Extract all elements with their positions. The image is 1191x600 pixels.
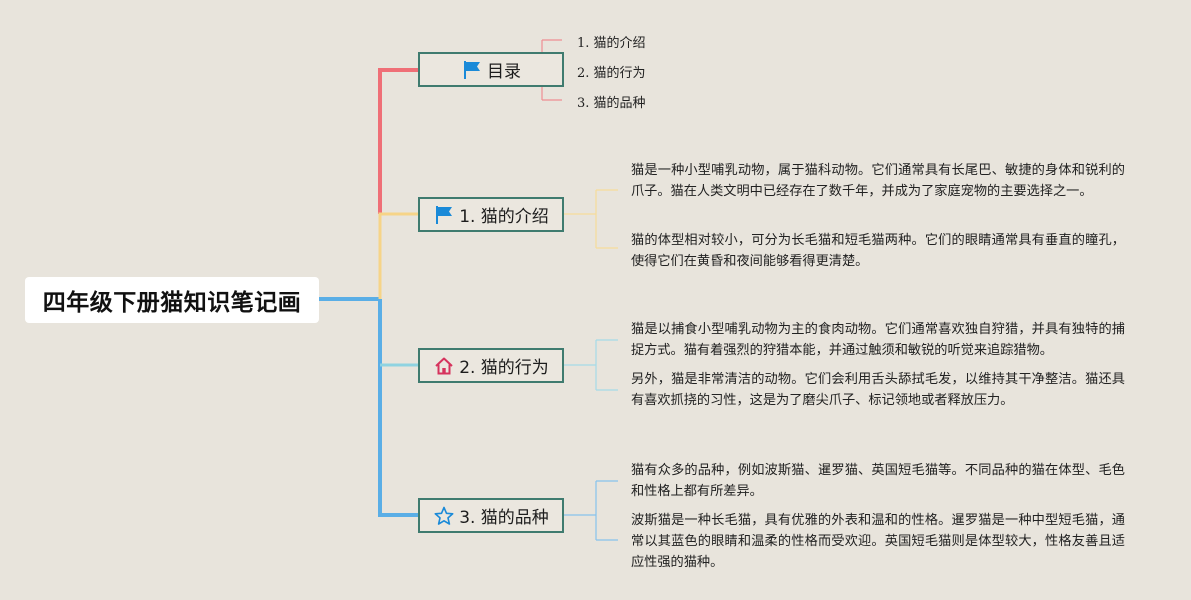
branch-breeds[interactable]: 3. 猫的品种 <box>418 498 564 533</box>
intro-children-connector <box>564 189 618 249</box>
toc-item[interactable]: 3. 猫的品种 <box>577 96 646 111</box>
toc-item[interactable]: 1. 猫的介绍 <box>577 36 646 51</box>
home-icon <box>433 355 455 377</box>
trunk-toc <box>378 68 418 214</box>
root-node[interactable]: 四年级下册猫知识笔记画 <box>25 277 319 323</box>
branch-label: 3. 猫的品种 <box>459 508 549 528</box>
note-paragraph: 猫有众多的品种，例如波斯猫、暹罗猫、英国短毛猫等。不同品种的猫在体型、毛色和性格… <box>631 463 1125 499</box>
star-icon <box>433 505 455 527</box>
toc-item[interactable]: 2. 猫的行为 <box>577 66 646 81</box>
branch-behavior[interactable]: 2. 猫的行为 <box>418 348 564 383</box>
branch-intro[interactable]: 1. 猫的介绍 <box>418 197 564 232</box>
breeds-children-connector <box>564 480 618 541</box>
trunk-breeds <box>378 299 418 517</box>
root-title: 四年级下册猫知识笔记画 <box>42 290 302 316</box>
branch-toc[interactable]: 目录 <box>418 52 564 87</box>
note-paragraph: 猫是以捕食小型哺乳动物为主的食肉动物。它们通常喜欢独自狩猎，并具有独特的捕捉方式… <box>631 322 1125 358</box>
branch-label: 1. 猫的介绍 <box>459 207 549 227</box>
flag-icon <box>461 59 483 81</box>
trunk-intro <box>378 212 418 299</box>
flag-icon <box>433 204 455 226</box>
note-paragraph: 猫的体型相对较小，可分为长毛猫和短毛猫两种。它们的眼睛通常具有垂直的瞳孔，使得它… <box>631 233 1125 269</box>
branch-label: 目录 <box>487 62 521 82</box>
note-paragraph: 波斯猫是一种长毛猫，具有优雅的外表和温和的性格。暹罗猫是一种中型短毛猫，通常以其… <box>631 513 1125 570</box>
note-paragraph: 另外，猫是非常清洁的动物。它们会利用舌头舔拭毛发，以维持其干净整洁。猫还具有喜欢… <box>631 372 1125 408</box>
behavior-children-connector <box>564 339 618 391</box>
branch-label: 2. 猫的行为 <box>459 358 549 378</box>
note-paragraph: 猫是一种小型哺乳动物，属于猫科动物。它们通常具有长尾巴、敏捷的身体和锐利的爪子。… <box>631 163 1125 199</box>
